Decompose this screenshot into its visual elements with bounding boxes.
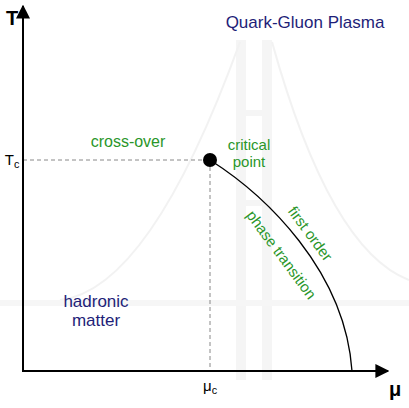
subscript: c [212,384,217,396]
temperature-axis [22,6,24,371]
bridge-deck [0,300,409,306]
point-label: critical point [218,137,280,170]
axis-label: T [6,7,18,29]
subscript: c [14,158,19,170]
bridge-tower [236,40,246,380]
bridge-cable [60,42,409,300]
transition-label: cross-over [91,133,166,151]
tick-label: Tc [5,152,20,171]
tick-label: μc [203,378,217,397]
bridge-watermark [0,40,409,380]
symbol: μ [203,377,212,394]
bridge-tower [262,40,272,380]
bridge-beam [236,110,272,116]
region-label: Quark-Gluon Plasma [226,14,385,33]
transition-line [210,160,352,371]
symbol: T [5,151,14,168]
critical-point-dot [203,153,217,167]
chemical-potential-axis [22,370,388,372]
axis-label: μ [389,378,401,400]
region-label: hadronic matter [56,293,136,330]
dashed-guide [210,160,211,371]
dashed-guide [23,160,210,161]
